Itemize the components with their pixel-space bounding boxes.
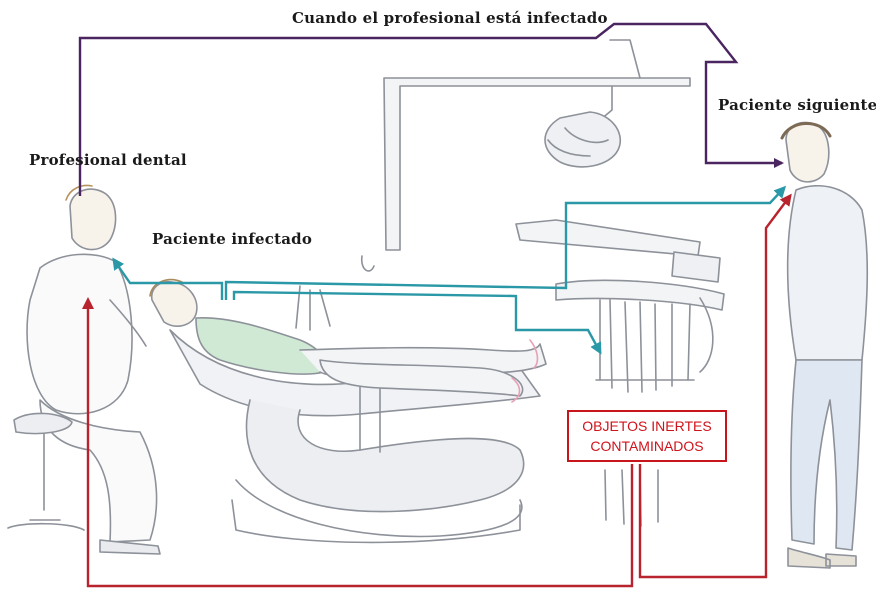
infected-patient-paths [112,185,787,355]
next-patient-label: Paciente siguiente [718,96,876,114]
overhead-lamp-icon [383,39,691,251]
dental-professional-figure [7,184,161,555]
top-path-label: Cuando el profesional está infectado [292,9,608,27]
delivery-unit-icon [515,219,725,527]
professional-to-next-patient-path [78,22,784,196]
patient-to-next-patient-arrow [224,185,787,300]
patient-to-professional-arrow [112,257,224,300]
next-patient-figure [780,121,869,569]
objects-to-professional-arrow [82,297,634,588]
contaminated-objects-paths [82,193,792,588]
patient-to-objects-arrow [232,290,602,355]
contaminated-objects-box: OBJETOS INERTES CONTAMINADOS [567,410,727,462]
objects-to-next-patient-arrow [638,193,792,579]
infected-patient-label: Paciente infectado [152,230,313,248]
objects-label-line1: OBJETOS INERTES [582,418,712,434]
professional-label: Profesional dental [29,151,187,169]
objects-label-line2: CONTAMINADOS [590,438,704,454]
dental-chair-icon [169,255,541,544]
infected-patient-figure [149,278,547,403]
dental-equipment-illustration [7,39,869,569]
